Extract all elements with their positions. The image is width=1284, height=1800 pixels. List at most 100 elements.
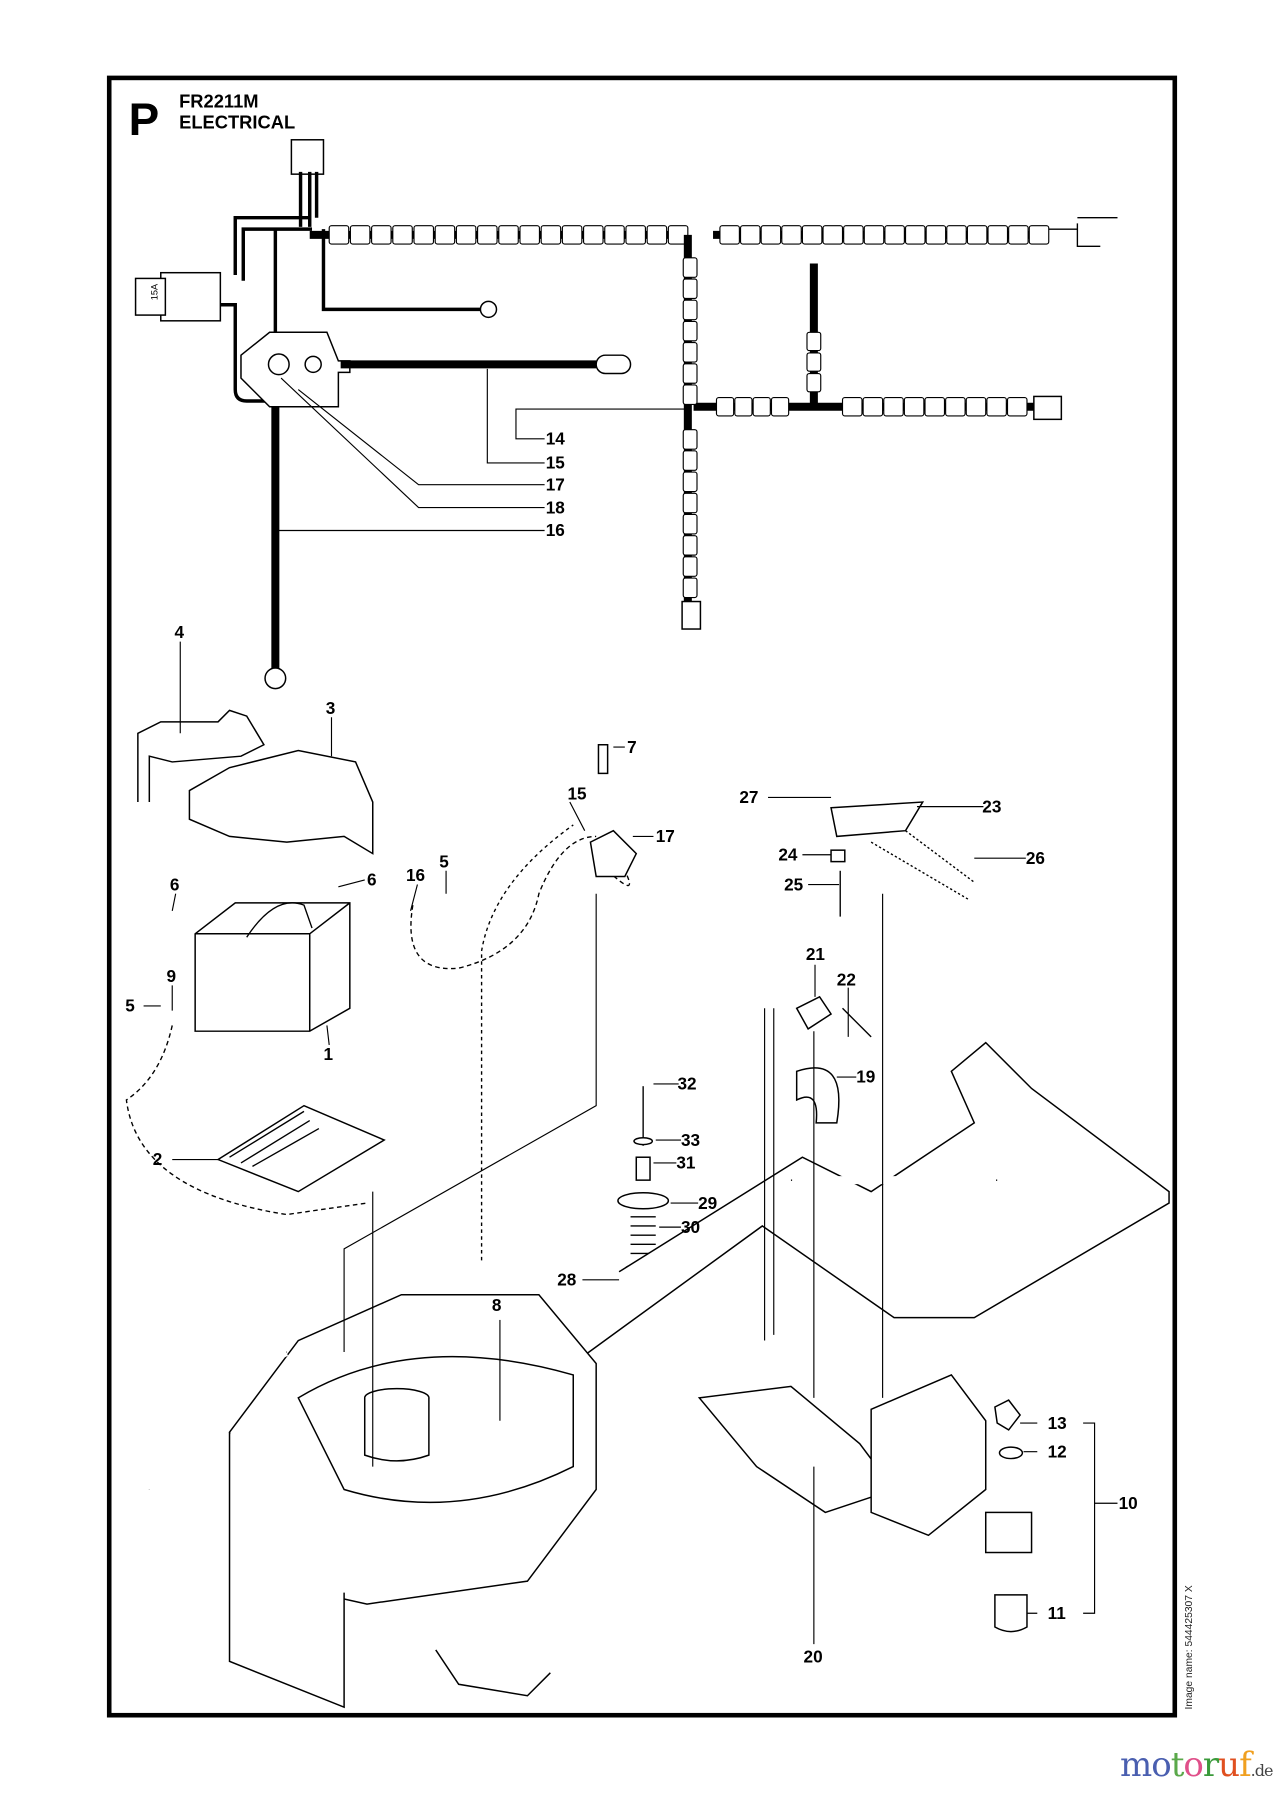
callout-5: 5 bbox=[125, 996, 135, 1016]
harness-sleeve-segment bbox=[682, 320, 698, 342]
callout-6: 6 bbox=[367, 870, 377, 890]
watermark-suffix: .de bbox=[1250, 1761, 1274, 1780]
callout-28: 28 bbox=[557, 1270, 577, 1290]
harness-sleeve-segment bbox=[625, 225, 647, 245]
harness-sleeve-segment bbox=[841, 397, 863, 417]
callout-4: 4 bbox=[175, 622, 185, 642]
callout-27: 27 bbox=[739, 787, 758, 807]
harness-sleeve-segment bbox=[646, 225, 668, 245]
harness-sleeve-segment bbox=[682, 577, 698, 599]
callout-8: 8 bbox=[492, 1295, 502, 1315]
harness-sleeve-segment bbox=[1008, 225, 1029, 245]
harness-sleeve-segment bbox=[924, 397, 946, 417]
harness-sleeve-segment bbox=[945, 397, 966, 417]
harness-sleeve-segment bbox=[883, 397, 904, 417]
callout-5: 5 bbox=[439, 851, 449, 871]
harness-sleeve-segment bbox=[770, 397, 790, 417]
harness-sleeve-segment bbox=[682, 429, 698, 450]
callout-3: 3 bbox=[326, 698, 336, 718]
harness-sleeve-segment bbox=[682, 257, 698, 278]
section-title: ELECTRICAL bbox=[179, 111, 295, 132]
callout-21: 21 bbox=[806, 944, 826, 964]
harness-sleeve-segment bbox=[715, 397, 735, 417]
harness-sleeve-segment bbox=[682, 299, 698, 321]
harness-sleeve-segment bbox=[1028, 225, 1050, 245]
harness-sleeve-segment bbox=[682, 471, 698, 493]
callout-29: 29 bbox=[698, 1193, 717, 1213]
harness-sleeve-segment bbox=[987, 225, 1009, 245]
harness-sleeve-segment bbox=[862, 397, 884, 417]
callout-11: 11 bbox=[1048, 1603, 1067, 1623]
harness-sleeve-segment bbox=[739, 225, 761, 245]
callout-10: 10 bbox=[1119, 1493, 1138, 1513]
harness-sleeve-segment bbox=[903, 397, 925, 417]
harness-sleeve-segment bbox=[498, 225, 519, 245]
callout-14: 14 bbox=[546, 429, 566, 449]
fuse-label: 15A bbox=[149, 283, 159, 300]
harness-sleeve-segment bbox=[604, 225, 625, 245]
watermark-letter: o bbox=[1151, 1745, 1172, 1785]
harness-sleeve-segment bbox=[413, 225, 435, 245]
callout-12: 12 bbox=[1048, 1441, 1067, 1461]
harness-sleeve-segment bbox=[455, 225, 477, 245]
callout-32: 32 bbox=[678, 1074, 697, 1094]
harness-sleeve-segment bbox=[477, 225, 498, 245]
watermark-letter: t bbox=[1170, 1745, 1185, 1785]
watermark-letter: u bbox=[1218, 1745, 1240, 1785]
harness-sleeve-segment bbox=[682, 492, 698, 514]
callout-9: 9 bbox=[167, 966, 177, 986]
harness-sleeve-segment bbox=[863, 225, 885, 245]
callout-18: 18 bbox=[546, 497, 566, 517]
harness-sleeve-segment bbox=[682, 556, 698, 577]
diagram-frame bbox=[106, 75, 1178, 1718]
harness-sleeve-segment bbox=[719, 225, 740, 245]
wiring-harness: 15A bbox=[134, 139, 1118, 690]
harness-sleeve-segment bbox=[806, 331, 822, 352]
mower-chassis-assembly bbox=[125, 709, 1170, 1709]
harness-sleeve-segment bbox=[966, 225, 988, 245]
callout-22: 22 bbox=[837, 969, 856, 989]
watermark-letter: m bbox=[1120, 1745, 1152, 1785]
callout-15: 15 bbox=[546, 453, 566, 473]
callout-15: 15 bbox=[568, 784, 588, 804]
harness-sleeve-segment bbox=[884, 225, 905, 245]
harness-sleeve-segment bbox=[519, 225, 541, 245]
callout-7: 7 bbox=[627, 737, 637, 757]
harness-sleeve-segment bbox=[734, 397, 753, 417]
callout-13: 13 bbox=[1048, 1413, 1067, 1433]
watermark-logo: motoruf.de bbox=[1120, 1745, 1274, 1785]
harness-sleeve-segment bbox=[965, 397, 987, 417]
harness-sleeve-segment bbox=[392, 225, 413, 245]
harness-sleeve-segment bbox=[1006, 397, 1028, 417]
harness-sleeve-segment bbox=[946, 225, 967, 245]
watermark-letter: r bbox=[1202, 1745, 1219, 1785]
harness-sleeve-segment bbox=[682, 535, 698, 556]
harness-sleeve-segment bbox=[843, 225, 864, 245]
section-letter: P bbox=[129, 94, 160, 145]
harness-sleeve-segment bbox=[925, 225, 947, 245]
harness-sleeve-segment bbox=[806, 352, 822, 372]
callout-31: 31 bbox=[676, 1153, 696, 1173]
callout-30: 30 bbox=[681, 1217, 700, 1237]
harness-sleeve-segment bbox=[806, 372, 822, 393]
harness-sleeve-segment bbox=[904, 225, 926, 245]
callout-23: 23 bbox=[982, 796, 1001, 816]
callout-2: 2 bbox=[153, 1149, 163, 1169]
callout-20: 20 bbox=[804, 1647, 823, 1667]
harness-sleeve-segment bbox=[349, 225, 371, 245]
harness-sleeve-segment bbox=[781, 225, 802, 245]
image-name: Image name: 544425307 X bbox=[1184, 1585, 1195, 1709]
callout-25: 25 bbox=[784, 874, 804, 894]
harness-sleeve-segment bbox=[540, 225, 562, 245]
harness-sleeve-segment bbox=[434, 225, 456, 245]
harness-sleeve-segment bbox=[986, 397, 1007, 417]
harness-sleeve-segment bbox=[561, 225, 583, 245]
harness-sleeve-segment bbox=[582, 225, 604, 245]
harness-sleeve-segment bbox=[328, 225, 350, 245]
harness-sleeve-segment bbox=[682, 342, 698, 363]
harness-sleeve-segment bbox=[760, 225, 782, 245]
harness-sleeve-segment bbox=[371, 225, 392, 245]
callout-6: 6 bbox=[170, 874, 180, 894]
